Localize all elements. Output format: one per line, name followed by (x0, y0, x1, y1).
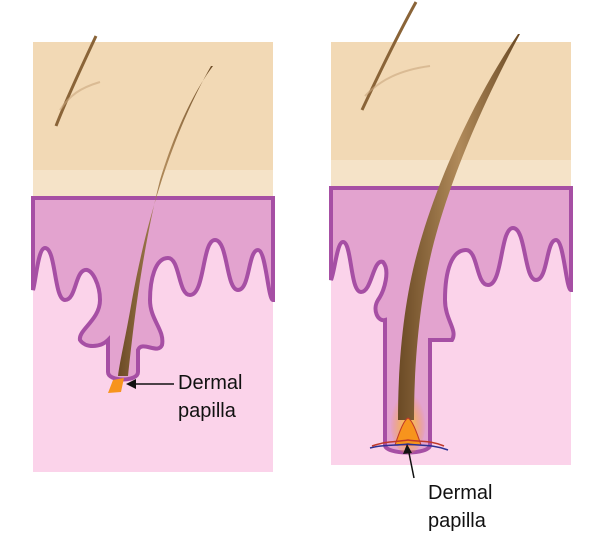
right-panel-mature-follicle (329, 1, 573, 479)
label-line: papilla (428, 510, 486, 532)
hair-strand (364, 65, 431, 97)
dermal-papilla (394, 417, 422, 446)
arrow-head-icon (126, 379, 136, 389)
dermal-papilla-label-right: Dermal papilla (428, 479, 492, 535)
arrow-head-icon (403, 444, 412, 454)
hair-strand (54, 35, 98, 127)
basement-membrane (33, 196, 273, 200)
hair-strand (360, 1, 418, 111)
hair-shaft (118, 66, 213, 376)
label-line: Dermal (428, 482, 493, 504)
epidermis-layer (31, 196, 275, 382)
label-line: papilla (178, 400, 236, 422)
blood-vessel (369, 443, 449, 451)
label-line: Dermal (178, 372, 243, 394)
left-panel-early-follicle (31, 35, 275, 472)
hair-strand (59, 81, 101, 111)
dermal-papilla-label-left: Dermal papilla (178, 369, 242, 425)
skin-band (33, 170, 273, 196)
dermal-papilla (108, 378, 124, 393)
epidermis-layer (329, 186, 573, 455)
hair-shaft (398, 34, 520, 420)
blood-vessel (371, 439, 445, 447)
basement-membrane (331, 186, 571, 190)
